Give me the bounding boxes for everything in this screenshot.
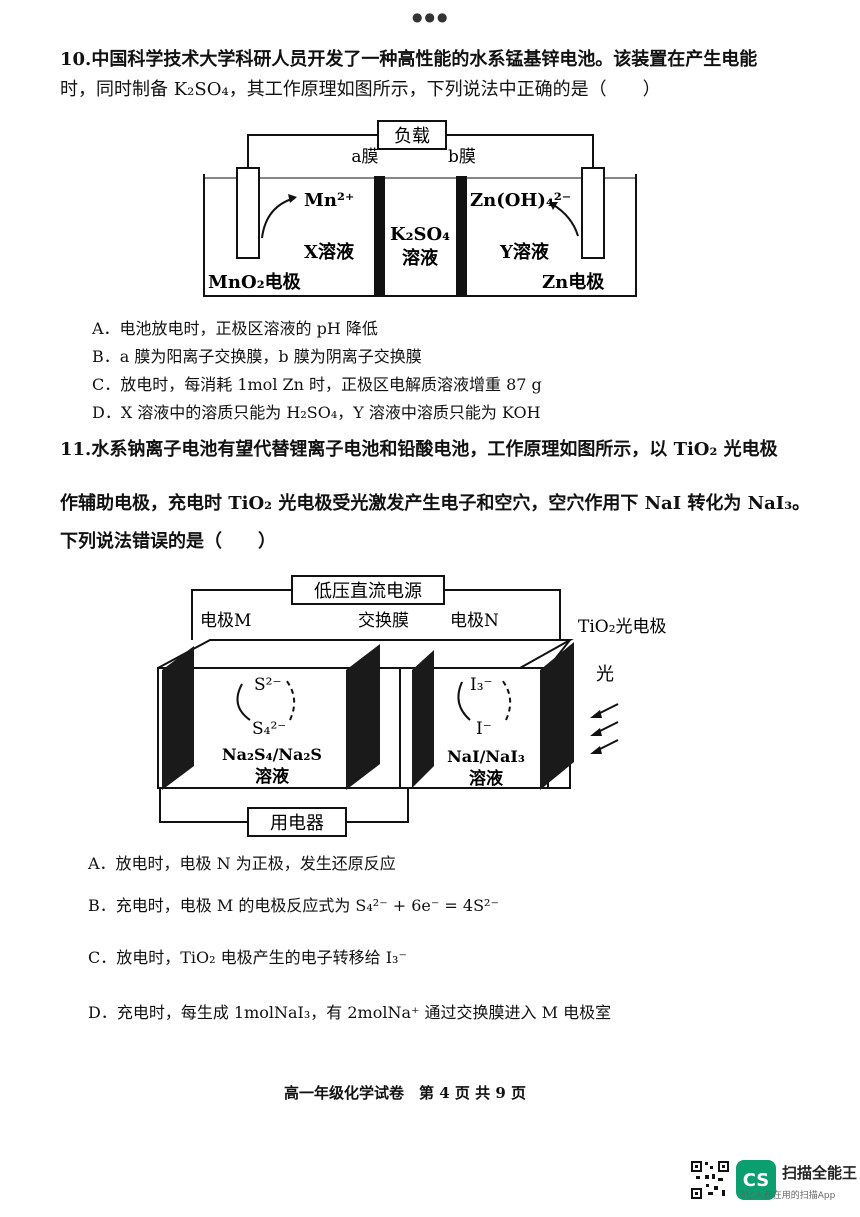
q11-option-c: C．放电时，TiO₂ 电极产生的电子转移给 I₃⁻ — [88, 948, 407, 967]
q10-zn-electrode — [581, 167, 605, 259]
q11-wire-appliance-left — [159, 788, 248, 823]
q11-tio2-label: TiO₂光电极 — [578, 617, 667, 637]
q10-electrode-zn-label: Zn电极 — [542, 271, 605, 293]
q11-electrode-m-label: 电极M — [200, 611, 251, 631]
watermark-subtitle: 3亿人都在用的扫描App — [740, 1191, 836, 1201]
q10-battery-diagram: 负载 a膜 b膜 Mn²⁺ Zn(OH)₄²⁻ X溶液 K₂SO₄ 溶液 Y溶液… — [203, 120, 637, 297]
q10-wire-left — [247, 134, 378, 168]
q11-light-label: 光 — [596, 664, 614, 685]
q11-stem-line2: 作辅助电极，充电时 TiO₂ 光电极受光激发产生电子和空穴，空穴作用下 NaI … — [60, 493, 811, 514]
q10-solution-k2so4-2: 溶液 — [402, 247, 439, 269]
q11-stem-line3: 下列说法错误的是（ ） — [60, 531, 276, 552]
q10-solution-x: X溶液 — [304, 241, 355, 263]
q11-light-arrowhead-1 — [590, 710, 602, 718]
q10-option-c: C．放电时，每消耗 1mol Zn 时，正极区电解质溶液增重 87 g — [92, 375, 542, 394]
q11-solution-right-1: NaI/NaI₃ — [447, 747, 525, 766]
q11-electrode-n — [412, 650, 434, 788]
q11-option-a: A．放电时，电极 N 为正极，发生还原反应 — [88, 854, 396, 873]
q11-solution-left-1: Na₂S₄/Na₂S — [222, 745, 322, 764]
q11-wire-appliance-right — [346, 788, 409, 823]
q11-ion-s: S²⁻ — [254, 675, 281, 695]
q11-solution-right-2: 溶液 — [469, 768, 503, 789]
q11-ion-i: I⁻ — [476, 719, 492, 739]
q10-membrane-a — [374, 176, 385, 296]
q10-membrane-a-label: a膜 — [351, 147, 378, 167]
q10-load-label: 负载 — [394, 126, 430, 147]
q11-option-d: D．充电时，每生成 1molNaI₃，有 2molNa⁺ 通过交换膜进入 M 电… — [88, 1003, 612, 1022]
q11-ion-i3: I₃⁻ — [470, 675, 493, 695]
q11-option-b: B．充电时，电极 M 的电极反应式为 S₄²⁻ + 6e⁻ = 4S²⁻ — [88, 896, 499, 915]
camscanner-logo-icon: CS — [736, 1160, 776, 1200]
q11-power-label: 低压直流电源 — [314, 581, 422, 602]
q11-ion-s4: S₄²⁻ — [252, 719, 286, 739]
q10-wire-right — [446, 134, 594, 168]
q11-appliance-label: 用电器 — [270, 813, 324, 834]
q10-ion-zn: Zn(OH)₄²⁻ — [470, 190, 571, 211]
q11-solution-left-2: 溶液 — [255, 766, 289, 787]
page-top-dots: ●●● — [412, 10, 450, 24]
q11-appliance-box — [247, 807, 347, 837]
q10-electrode-mno2-label: MnO₂电极 — [208, 271, 302, 293]
q10-ion-mn: Mn²⁺ — [304, 190, 354, 211]
q11-arrow-i-solid — [457, 681, 471, 721]
q10-arrowhead-left — [288, 194, 297, 203]
q10-membrane-b — [456, 176, 467, 296]
qr-code-icon — [690, 1160, 730, 1200]
q10-option-b: B．a 膜为阳离子交换膜，b 膜为阴离子交换膜 — [92, 347, 422, 366]
q11-tio2-electrode — [540, 642, 574, 790]
q11-membrane-label: 交换膜 — [358, 611, 409, 631]
q11-electrode-m — [162, 646, 194, 790]
q10-stem-line1: 10.中国科学技术大学科研人员开发了一种高性能的水系锰基锌电池。该装置在产生电能 — [60, 49, 758, 70]
q10-option-d: D．X 溶液中的溶质只能为 H₂SO₄，Y 溶液中溶质只能为 KOH — [92, 403, 541, 422]
q11-light-arrowhead-3 — [590, 746, 602, 754]
q11-stem-line1: 11.水系钠离子电池有望代替锂离子电池和铅酸电池，工作原理如图所示，以 TiO₂… — [60, 439, 778, 460]
q10-tank — [203, 174, 637, 297]
q11-exchange-membrane — [346, 644, 380, 790]
q11-arrow-i-dashed — [501, 679, 512, 721]
q11-battery-diagram: 低压直流电源 电极M 交换膜 电极N TiO₂光电极 S²⁻ S₄²⁻ Na₂S… — [157, 575, 667, 837]
q11-electrode-n-label: 电极N — [450, 611, 499, 631]
q11-light-arrowhead-2 — [590, 728, 602, 736]
q10-arrowhead-right — [549, 202, 558, 210]
q10-solution-k2so4: K₂SO₄ — [390, 224, 450, 245]
q10-option-a: A．电池放电时，正极区溶液的 pH 降低 — [92, 319, 378, 338]
q10-membrane-b-label: b膜 — [448, 147, 476, 167]
q11-arrow-s-dashed — [285, 679, 296, 721]
page-footer: 高一年级化学试卷 第 4 页 共 9 页 — [284, 1084, 526, 1102]
q10-arrow-left — [261, 197, 296, 239]
q10-mno2-electrode — [236, 167, 260, 259]
q10-solution-y: Y溶液 — [499, 241, 550, 263]
q10-stem-line2: 时，同时制备 K₂SO₄，其工作原理如图所示，下列说法中正确的是（ ） — [60, 79, 661, 100]
q11-wire-power-left — [191, 589, 292, 640]
q11-arrow-s-solid — [236, 683, 251, 721]
watermark-title: 扫描全能王 — [782, 1164, 858, 1182]
q11-wire-power-right — [444, 589, 561, 640]
